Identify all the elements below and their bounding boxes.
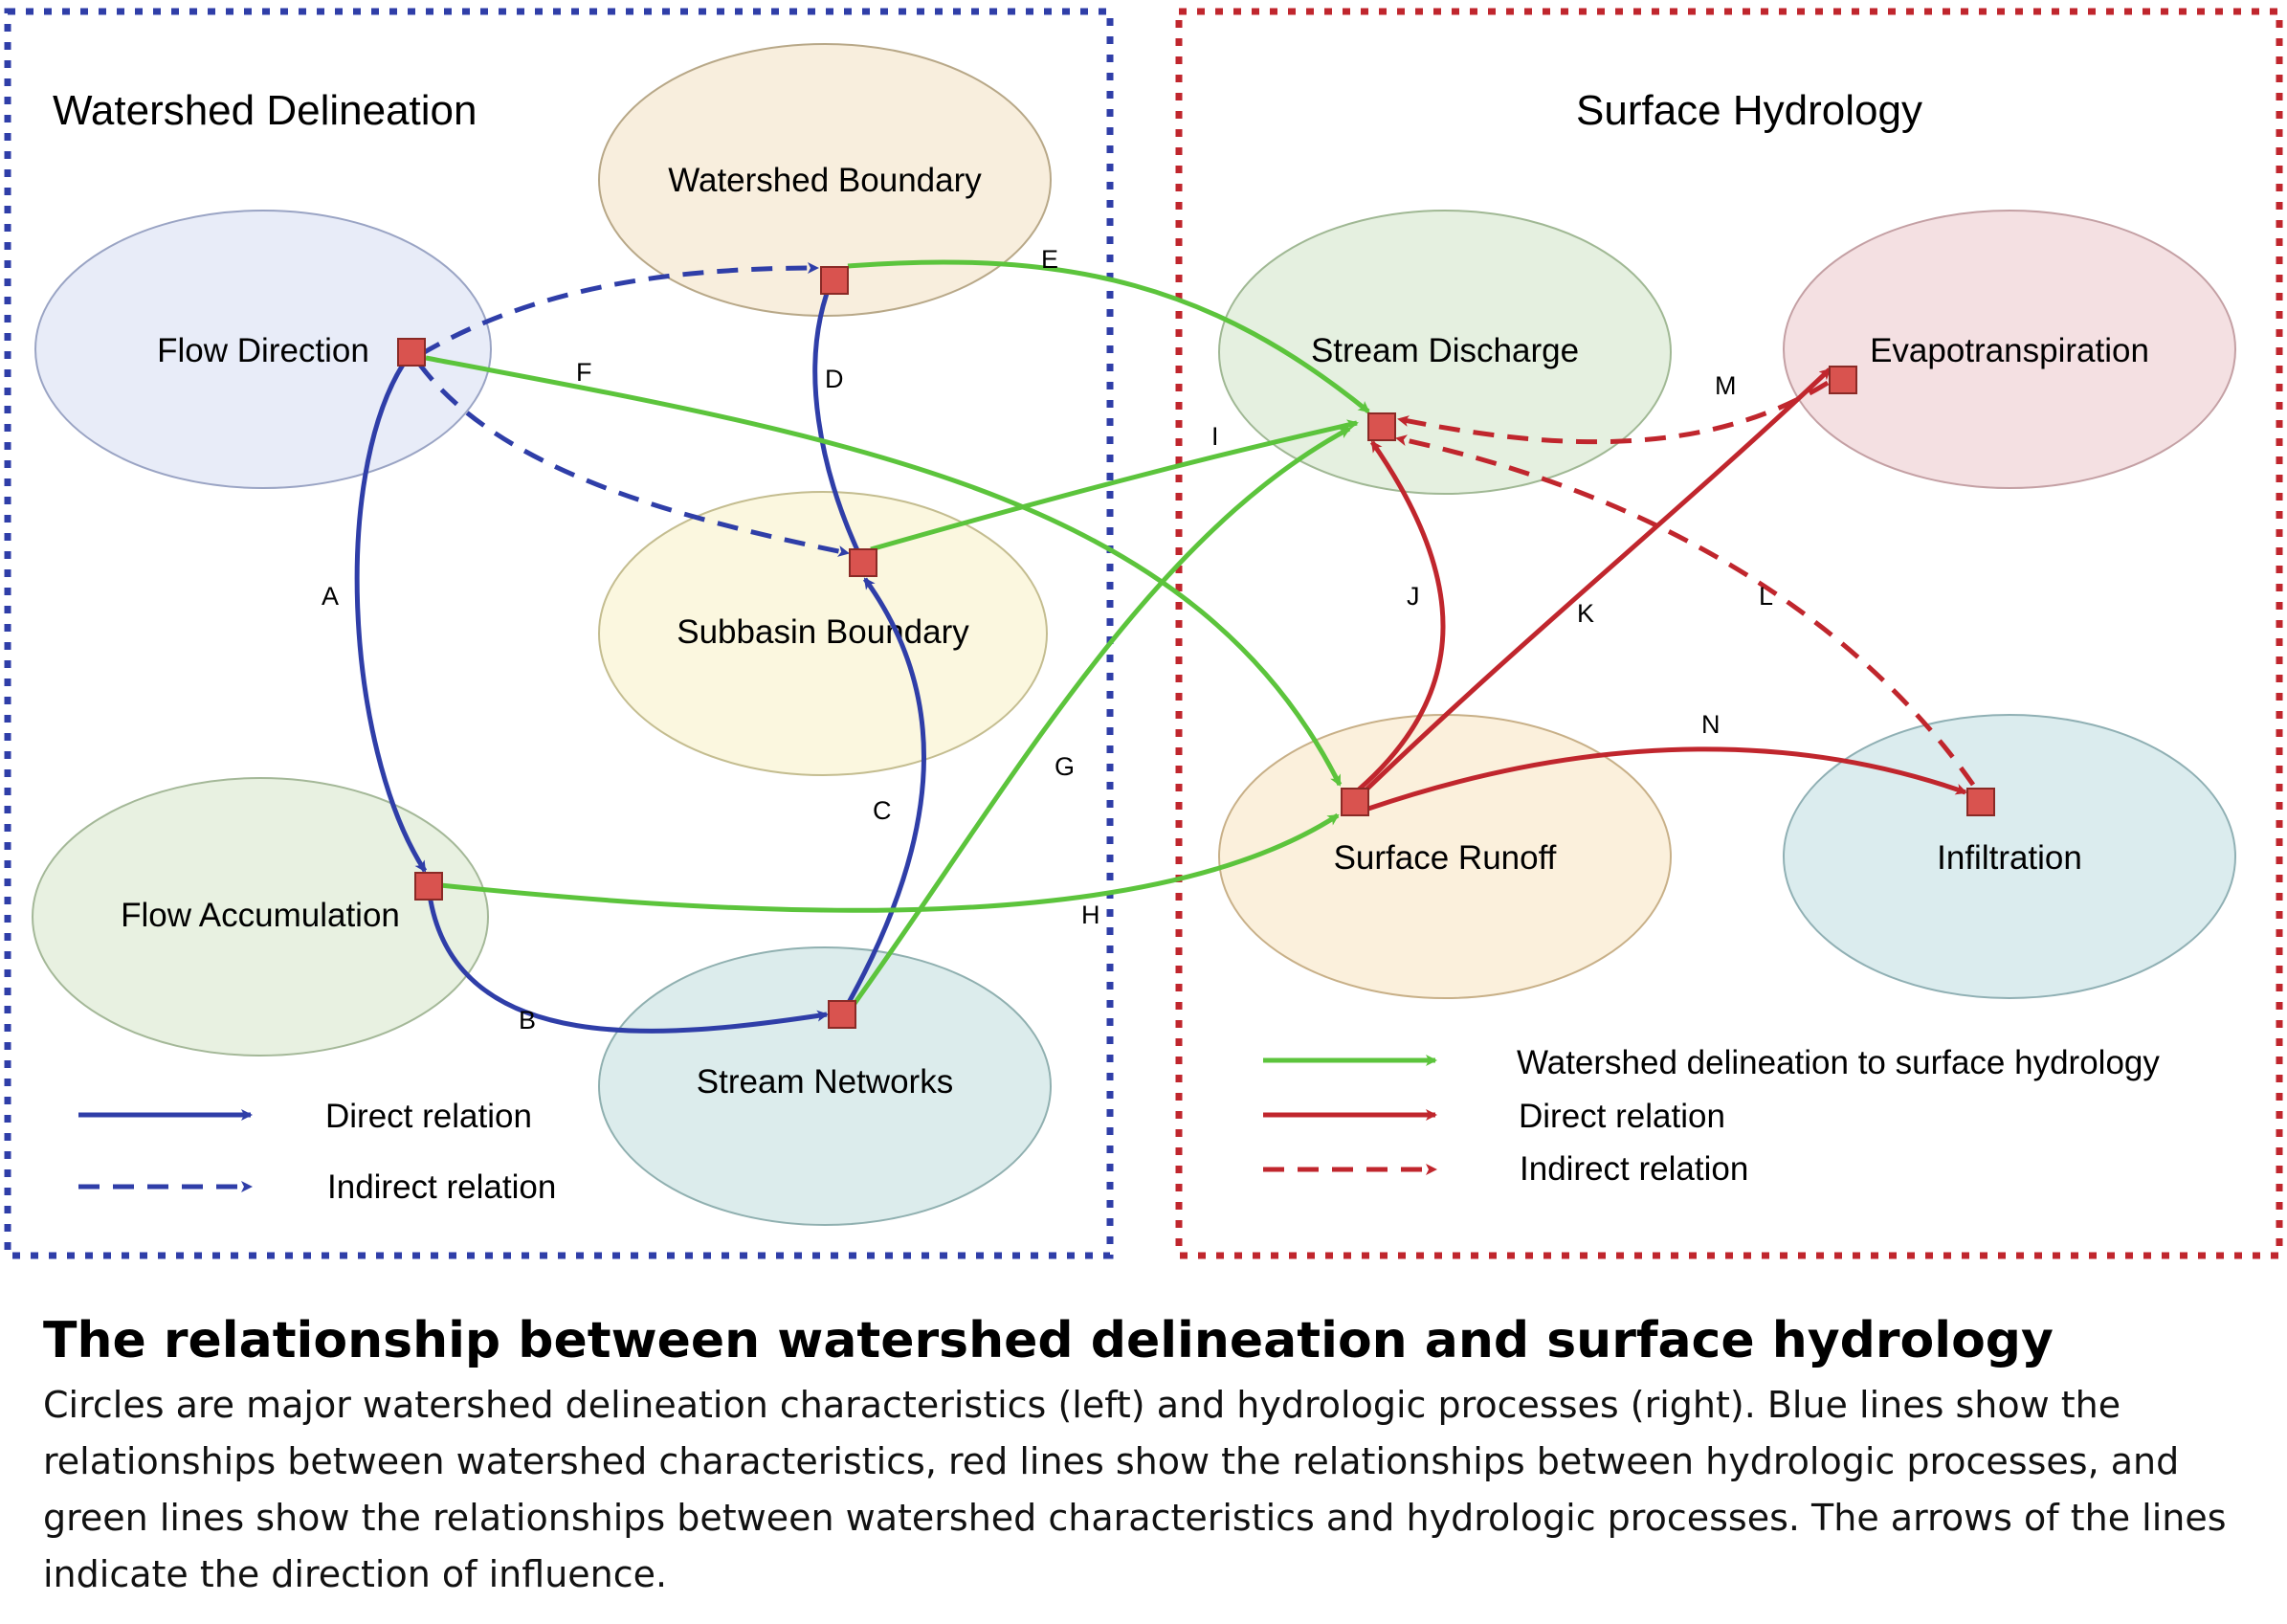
node-ellipse xyxy=(1783,714,2236,999)
connector-stream-networks xyxy=(828,1000,856,1029)
edge-j xyxy=(1357,440,1446,791)
edge-i xyxy=(870,419,1359,552)
edge-h xyxy=(439,812,1340,913)
edge-b xyxy=(426,887,829,1034)
edge-label-h: H xyxy=(1081,901,1100,929)
left-panel-title: Watershed Delineation xyxy=(53,87,477,134)
node-label: Flow Accumulation xyxy=(121,897,400,934)
edge-f xyxy=(425,355,1343,787)
node-stream-discharge: Stream Discharge xyxy=(1218,210,1672,495)
node-label: Subbasin Boundary xyxy=(677,613,969,651)
connector-watershed-boundary xyxy=(820,266,849,295)
edge-label-i: I xyxy=(1211,422,1219,451)
connector-flow-accumulation xyxy=(414,872,443,901)
node-ellipse xyxy=(598,946,1052,1226)
connector-infiltration xyxy=(1966,788,1995,816)
legend-direct-label: Direct relation xyxy=(325,1098,532,1135)
node-label: Stream Networks xyxy=(697,1063,953,1101)
edge-n xyxy=(1367,746,1967,812)
node-flow-accumulation: Flow Accumulation xyxy=(32,777,489,1057)
edge-label-k: K xyxy=(1577,599,1594,628)
edge-e xyxy=(847,259,1370,413)
edge-label-c: C xyxy=(873,796,892,825)
edge-l xyxy=(1395,434,1976,787)
node-label: Evapotranspiration xyxy=(1870,332,2149,369)
edge-label-d: D xyxy=(825,365,844,393)
edge-label-a: A xyxy=(322,582,339,611)
node-evapotranspiration: Evapotranspiration xyxy=(1783,210,2236,489)
edge-label-l: L xyxy=(1759,582,1773,611)
right-panel-frame xyxy=(1175,8,2283,1259)
edge-flow-to-watershed xyxy=(419,262,819,357)
connector-stream-discharge xyxy=(1367,412,1396,441)
edge-label-e: E xyxy=(1041,245,1058,274)
node-label: Flow Direction xyxy=(157,332,369,369)
node-watershed-boundary: Watershed Boundary xyxy=(598,43,1052,317)
node-label: Stream Discharge xyxy=(1311,332,1579,369)
edge-label-j: J xyxy=(1407,582,1420,611)
node-surface-runoff: Surface Runoff xyxy=(1218,714,1672,999)
node-ellipse xyxy=(598,491,1048,776)
connector-surface-runoff xyxy=(1341,788,1369,816)
legend-indirect-label: Indirect relation xyxy=(1520,1150,1748,1188)
relationship-diagram: Watershed Delineation Surface Hydrology … xyxy=(4,8,2283,1259)
node-label: Infiltration xyxy=(1937,839,2082,877)
connector-evapotranspiration xyxy=(1829,366,1857,394)
figure-caption: The relationship between watershed delin… xyxy=(43,1306,2254,1603)
edge-flow-to-subbasin xyxy=(416,362,850,557)
node-label: Surface Runoff xyxy=(1334,839,1557,877)
edge-a xyxy=(354,350,428,873)
node-ellipse xyxy=(598,43,1052,317)
legend-left: Direct relation Indirect relation xyxy=(78,1098,556,1206)
edge-label-b: B xyxy=(519,1006,536,1034)
node-subbasin-boundary: Subbasin Boundary xyxy=(598,491,1048,776)
left-panel-frame xyxy=(4,8,1114,1259)
connector-flow-direction xyxy=(397,338,426,367)
connector-subbasin-boundary xyxy=(849,548,877,577)
legend-right: Watershed delineation to surface hydrolo… xyxy=(1263,1044,2160,1188)
legend-direct-label: Direct relation xyxy=(1519,1098,1725,1135)
edge-label-m: M xyxy=(1715,371,1737,400)
node-stream-networks: Stream Networks xyxy=(598,946,1052,1226)
caption-body: Circles are major watershed delineation … xyxy=(43,1384,2227,1595)
node-infiltration: Infiltration xyxy=(1783,714,2236,999)
node-ellipse xyxy=(1218,210,1672,495)
edge-d xyxy=(812,272,866,565)
right-panel-title: Surface Hydrology xyxy=(1576,87,1922,134)
edge-label-g: G xyxy=(1055,752,1075,781)
edge-label-n: N xyxy=(1701,710,1721,739)
node-ellipse xyxy=(1783,210,2236,489)
legend-delineation-label: Watershed delineation to surface hydrolo… xyxy=(1517,1044,2160,1081)
node-ellipse xyxy=(32,777,489,1057)
edge-label-f: F xyxy=(576,358,592,387)
edge-m xyxy=(1397,380,1830,445)
node-label: Watershed Boundary xyxy=(668,162,982,199)
caption-title: The relationship between watershed delin… xyxy=(43,1312,2054,1369)
edge-c xyxy=(839,577,926,1016)
legend-indirect-label: Indirect relation xyxy=(327,1168,556,1206)
edge-k xyxy=(1365,367,1832,791)
